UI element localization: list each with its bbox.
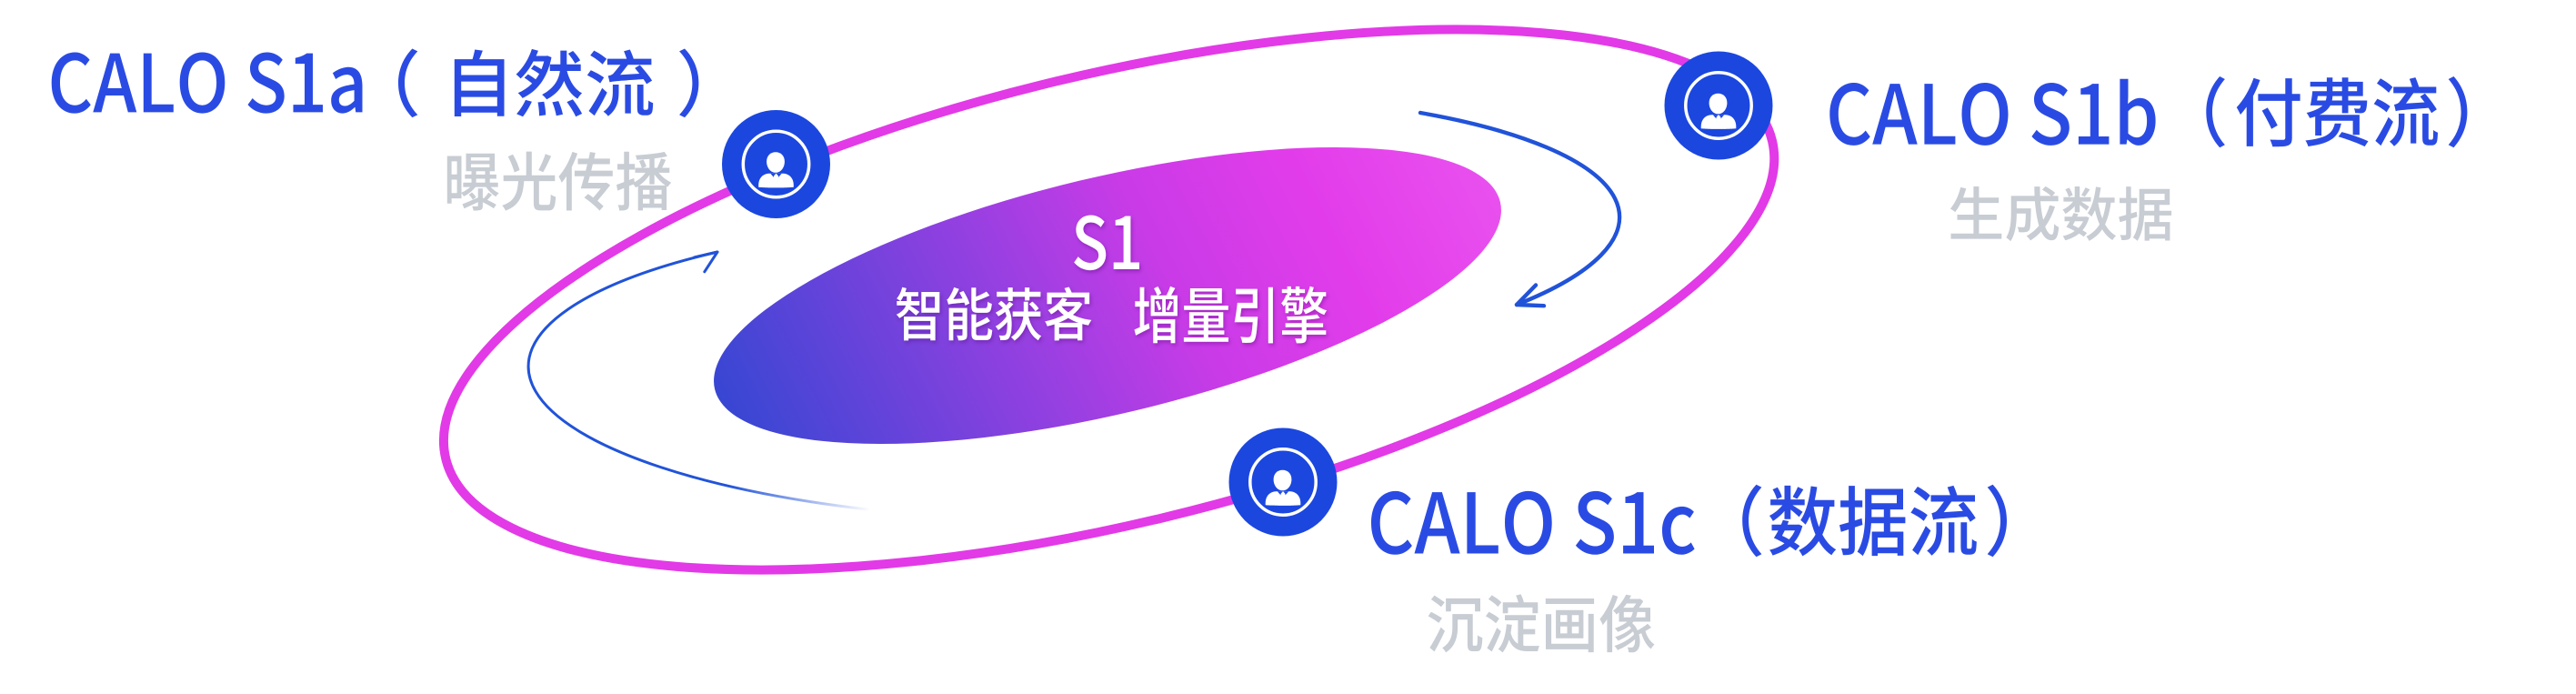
person-tie: [773, 173, 779, 186]
node-s1c-ring: [1248, 448, 1318, 517]
node-s1a-ring: [741, 129, 811, 199]
person-icon: [1700, 93, 1737, 129]
caption-s1c: [1428, 594, 1655, 653]
center-title: [1074, 215, 1139, 271]
person-head: [1709, 93, 1728, 115]
node-s1c: [1228, 427, 1338, 537]
person-head: [767, 152, 785, 173]
cycle-arrow-right-curve: [1418, 110, 1622, 307]
core-ellipse: [714, 146, 1501, 445]
caption-s1a-text: [446, 151, 672, 211]
caption-s1b-text: [1950, 186, 2172, 242]
node-s1b-ring: [1684, 71, 1753, 140]
center-subtitle-text-right: [1134, 286, 1328, 344]
cycle-arrow-left-curve: [526, 250, 869, 511]
cycle-arrow-left: [526, 250, 869, 511]
title-s1b-cjk: [2206, 76, 2468, 148]
person-icon: [758, 152, 794, 188]
caption-s1a: [446, 151, 672, 211]
person-icon: [1265, 469, 1301, 506]
node-s1b: [1664, 51, 1773, 160]
center-subtitle: [896, 286, 1328, 344]
cycle-arrow-right: [1418, 110, 1622, 308]
center-title-text: [1074, 215, 1139, 271]
title-s1c-cjk: [1742, 484, 2007, 558]
person-head: [1273, 469, 1292, 491]
caption-s1c-text: [1428, 594, 1655, 653]
center-subtitle-text-left: [896, 287, 1092, 341]
cycle-arrow-left-head: [693, 250, 719, 274]
title-s1a: [51, 48, 699, 118]
orbit-ring: [438, 25, 1779, 575]
title-s1a-latin: [51, 52, 363, 114]
node-s1a: [722, 110, 830, 218]
cycle-arrow-right-head: [1514, 283, 1547, 308]
person-tie: [1715, 115, 1722, 127]
person-tie: [1279, 491, 1287, 504]
title-s1c: [1371, 484, 2007, 558]
title-s1c-latin: [1371, 490, 1695, 555]
title-s1a-cjk: [398, 48, 699, 118]
caption-s1b: [1950, 186, 2172, 242]
title-s1b-latin: [1829, 78, 2156, 146]
title-s1b: [1829, 76, 2468, 148]
